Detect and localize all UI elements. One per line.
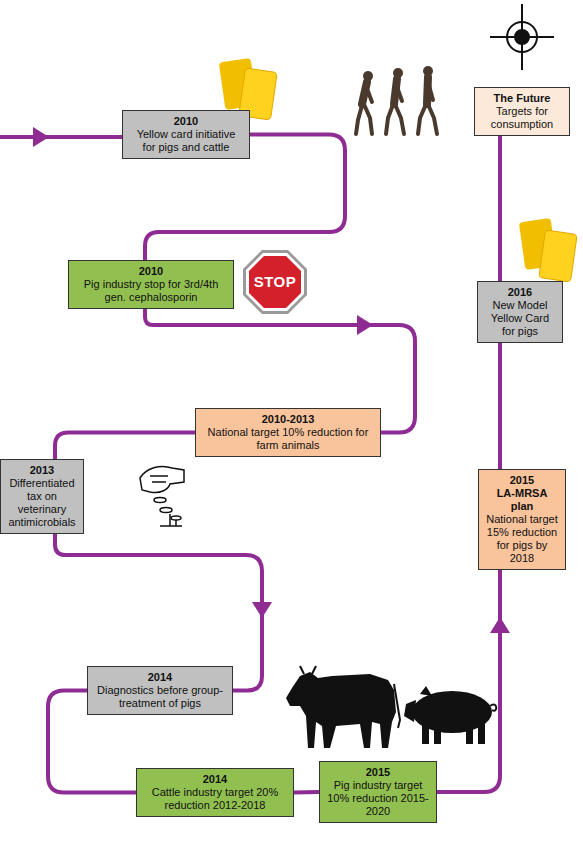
box-text: Differentiated tax on veterinary antimic… <box>7 477 77 529</box>
arrow-head <box>357 315 373 335</box>
box-heading: 2013 <box>7 464 77 477</box>
arrow-head <box>252 602 272 618</box>
timeline-connector <box>294 790 319 795</box>
box-heading: 2015 <box>326 766 430 779</box>
timeline-box: 2010-2013National target 10% reduction f… <box>195 408 381 457</box>
target-symbol <box>490 4 554 70</box>
timeline-connector <box>55 432 195 459</box>
timeline-box: 2010Pig industry stop for 3rd/4th gen. c… <box>68 260 234 309</box>
timeline-connector <box>498 343 502 469</box>
timeline-connector <box>437 570 500 792</box>
box-heading: 2016 <box>484 286 556 299</box>
pig-silhouette <box>404 686 496 744</box>
box-text: New Model Yellow Card for pigs <box>484 299 556 338</box>
box-text: Pig industry stop for 3rd/4th gen. cepha… <box>75 278 227 304</box>
box-text: Yellow card initiative for pigs and catt… <box>129 128 243 154</box>
box-text: Pig industry target 10% reduction 2015-2… <box>326 779 430 818</box>
stop-sign <box>243 250 307 314</box>
timeline-box: 2013Differentiated tax on veterinary ant… <box>0 459 84 534</box>
timeline-connector <box>498 136 502 281</box>
box-heading: 2010 <box>129 115 243 128</box>
stop-sign-text: STOP <box>244 273 306 290</box>
box-text: Targets for consumption <box>481 105 563 131</box>
box-heading: LA-MRSA plan <box>485 487 559 513</box>
timeline-box: 2014Diagnostics before group-treatment o… <box>87 666 233 715</box>
cow-silhouette <box>286 666 400 748</box>
box-heading: The Future <box>481 92 563 105</box>
box-text: National target 10% reduction for farm a… <box>202 426 374 452</box>
timeline-box: 2015LA-MRSA planNational target 15% redu… <box>478 469 566 570</box>
arrow-head <box>33 127 49 147</box>
human-figures <box>356 66 437 134</box>
box-heading: 2010-2013 <box>202 413 374 426</box>
timeline-box: 2016New Model Yellow Card for pigs <box>477 281 563 343</box>
box-heading: 2015 <box>485 474 559 487</box>
timeline-box: 2014Cattle industry target 20% reduction… <box>136 768 294 817</box>
box-text: Cattle industry target 20% reduction 201… <box>143 786 287 812</box>
box-heading: 2014 <box>143 773 287 786</box>
yellow-cards <box>519 218 577 282</box>
box-text: National target 15% reduction for pigs b… <box>485 513 559 565</box>
hand-coins <box>140 466 184 526</box>
arrow-head <box>490 617 510 633</box>
timeline-box: The FutureTargets for consumption <box>474 87 570 136</box>
timeline-box: 2015Pig industry target 10% reduction 20… <box>319 761 437 823</box>
timeline-box: 2010Yellow card initiative for pigs and … <box>122 110 250 159</box>
box-heading: 2014 <box>94 671 226 684</box>
box-text: Diagnostics before group-treatment of pi… <box>94 684 226 710</box>
box-heading: 2010 <box>75 265 227 278</box>
